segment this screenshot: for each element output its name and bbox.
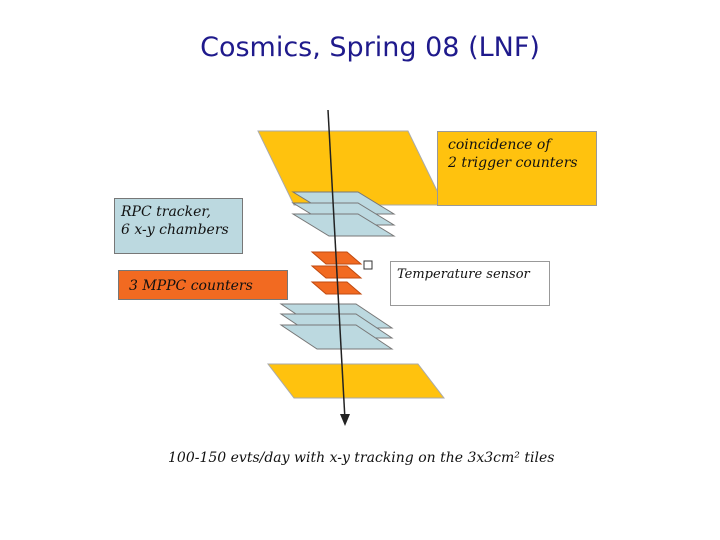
muon-track-line	[327, 109, 346, 421]
slide-title: Cosmics, Spring 08 (LNF)	[200, 32, 540, 63]
trigger-counter-bottom	[266, 363, 446, 399]
rpc-chamber-lower-3	[279, 324, 394, 350]
coincidence-label-line-1: coincidence of	[448, 137, 551, 153]
footer-note: 100-150 evts/day with x-y tracking on th…	[168, 450, 555, 466]
temperature-sensor-label: Temperature sensor	[390, 261, 550, 306]
mppc-counters-label: 3 MPPC counters	[118, 270, 288, 300]
rpc-label-line-2: 6 x-y chambers	[121, 222, 229, 238]
temperature-sensor-marker	[363, 260, 373, 270]
coincidence-label: coincidence of 2 trigger counters	[437, 131, 597, 206]
mppc-counter-3	[310, 281, 363, 295]
rpc-label-line-1: RPC tracker,	[121, 204, 212, 220]
muon-track-arrowhead	[340, 414, 350, 426]
rpc-tracker-label: RPC tracker, 6 x-y chambers	[114, 198, 243, 254]
coincidence-label-line-2: 2 trigger counters	[448, 155, 578, 171]
rpc-chamber-upper-3	[291, 213, 396, 237]
